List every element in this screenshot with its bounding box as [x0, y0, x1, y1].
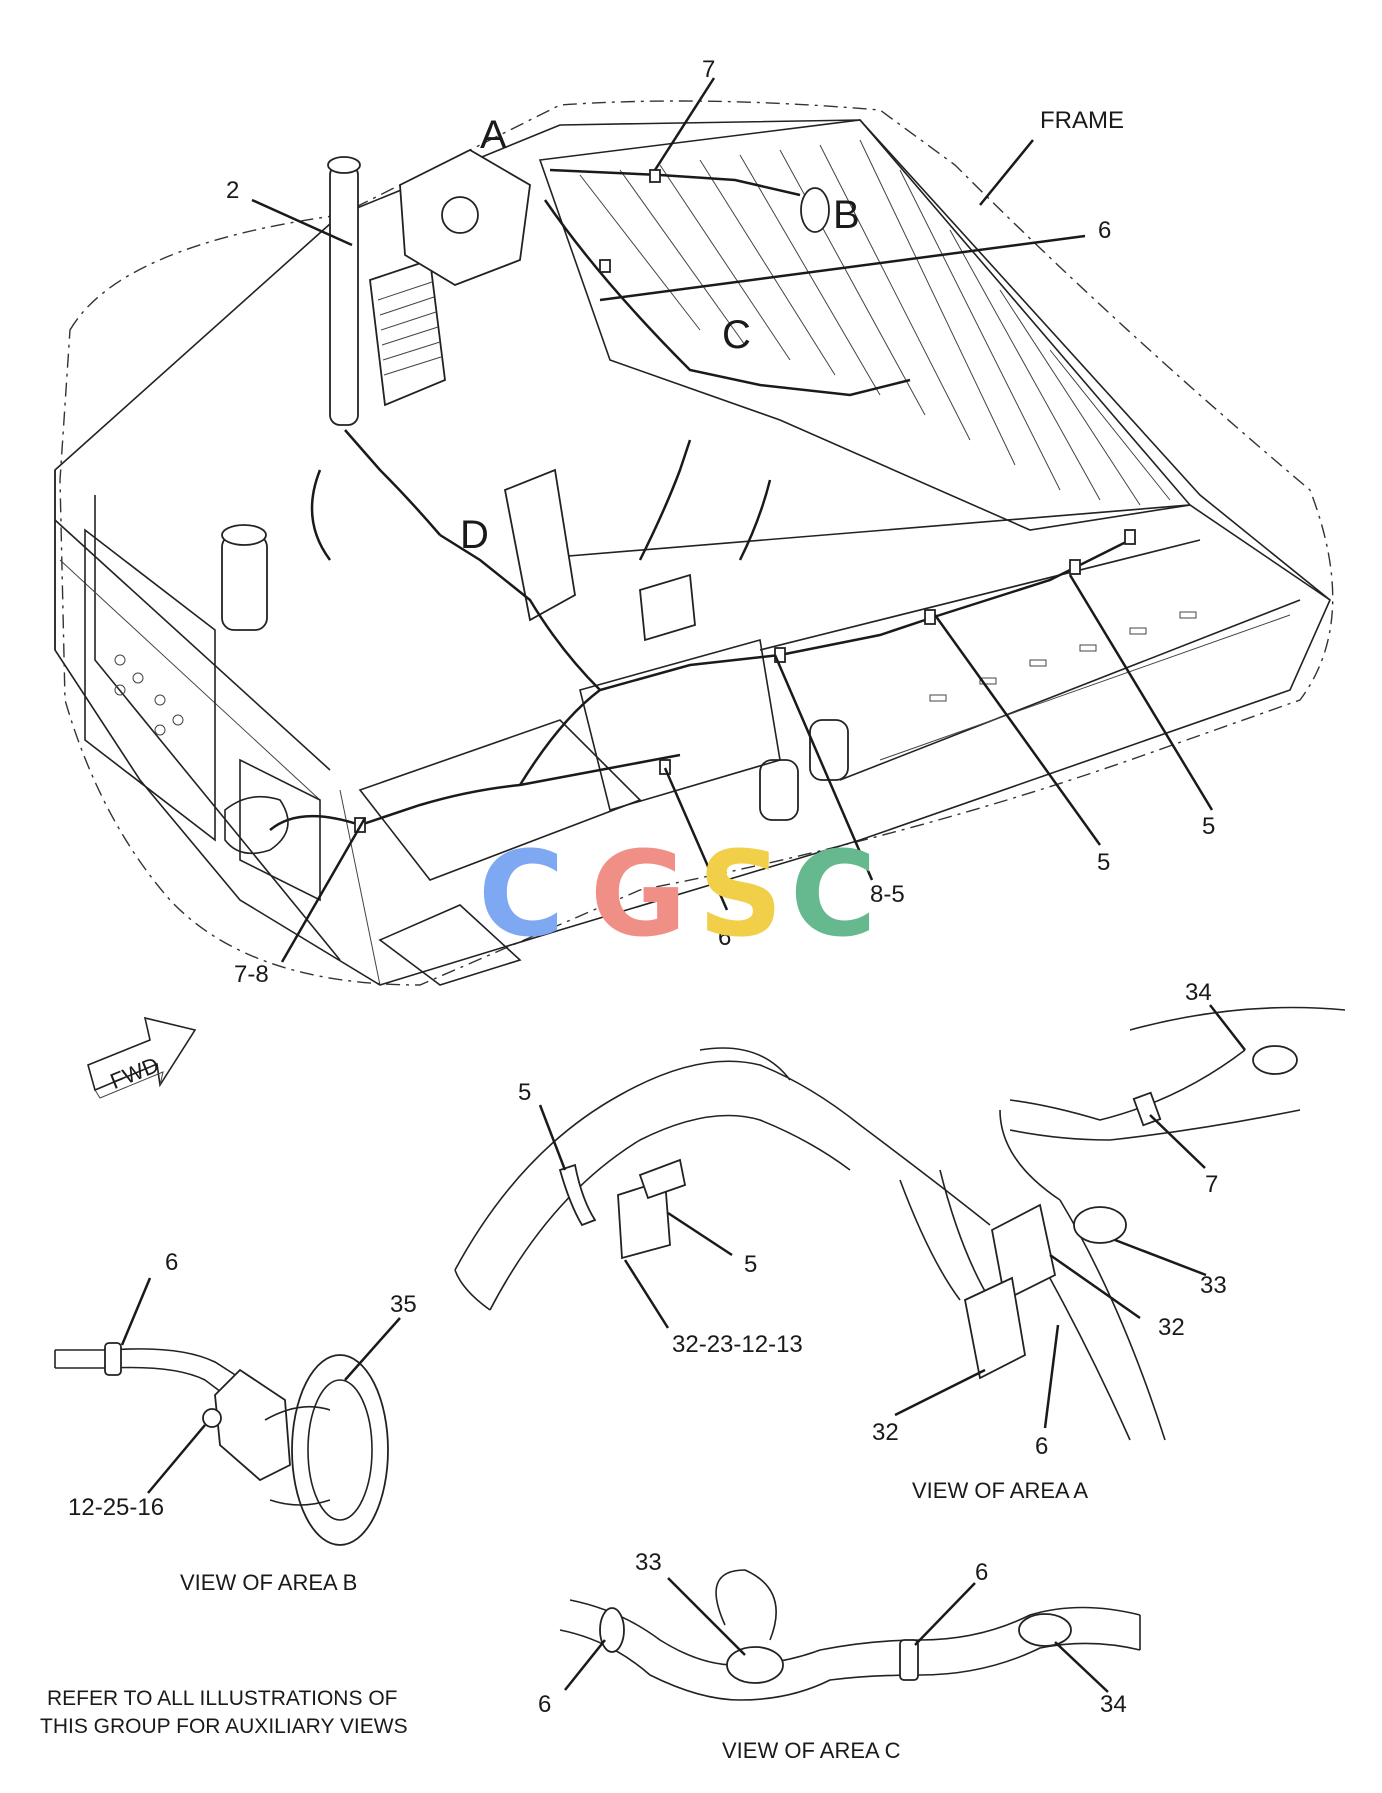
filter-left [221, 534, 268, 631]
connector-32-upper [990, 1203, 1057, 1302]
view-a-callout-32-bottom: 32 [872, 1419, 899, 1446]
callout-7-8: 7-8 [234, 961, 269, 988]
view-c-callout-6-left: 6 [538, 1691, 551, 1718]
area-letter-a: A [480, 113, 507, 157]
view-area-c: 33 6 6 34 VIEW OF AREA C [538, 1549, 1141, 1763]
ledge-slots [929, 611, 1197, 702]
frame-outline [59, 100, 1334, 986]
main-leaders [251, 77, 1214, 963]
horn-bracket [214, 1368, 291, 1482]
callout-5-center: 5 [1097, 849, 1110, 876]
callout-8-5: 8-5 [870, 881, 905, 908]
callout-6-top: 6 [1098, 217, 1111, 244]
platform-body [54, 119, 1331, 986]
front-panel [84, 528, 216, 842]
view-b-caption: VIEW OF AREA B [180, 1570, 357, 1595]
note-line-2: THIS GROUP FOR AUXILIARY VIEWS [40, 1715, 408, 1738]
grommet-33 [1073, 1206, 1127, 1244]
electronic-module [369, 258, 446, 407]
callout-7-top: 7 [702, 56, 715, 83]
view-c-callout-6-top: 6 [975, 1559, 988, 1586]
connector-32-lower [963, 1276, 1026, 1380]
area-letter-d: D [460, 513, 489, 557]
view-a-callout-5-mid: 5 [744, 1251, 757, 1278]
view-a-callout-7: 7 [1205, 1171, 1218, 1198]
callout-5-right: 5 [1202, 813, 1215, 840]
view-area-a: 34 5 7 5 33 32 32-23-12-13 32 6 VIEW OF … [454, 979, 1346, 1503]
heat-sink [639, 573, 696, 642]
watermark-letter-4: C [790, 825, 877, 963]
watermark-letter-3: S [698, 825, 783, 963]
vertical-pipe [329, 164, 359, 426]
view-a-caption: VIEW OF AREA A [912, 1478, 1088, 1503]
view-a-callout-32-23-12-13: 32-23-12-13 [672, 1331, 803, 1358]
view-a-hoses [454, 1006, 1346, 1441]
clip-6-b [104, 1342, 122, 1376]
label-frame: FRAME [1040, 107, 1124, 134]
view-b-callout-35: 35 [390, 1291, 417, 1318]
deck-hatching [579, 139, 1171, 506]
horn-35 [291, 1354, 389, 1546]
grommet-c-left [599, 1607, 625, 1653]
view-area-b: 6 35 12-25-16 VIEW OF AREA B [54, 1249, 417, 1595]
view-a-callout-33: 33 [1200, 1272, 1227, 1299]
watermark-logo: C G S C [478, 825, 877, 963]
view-a-callout-6: 6 [1035, 1433, 1048, 1460]
clip-6-c [899, 1639, 919, 1681]
area-letter-c: C [722, 313, 751, 357]
wiring-harness [269, 168, 1131, 831]
grommet-33-c [726, 1646, 784, 1684]
view-a-callout-32-right: 32 [1158, 1314, 1185, 1341]
view-b-callout-12-25-16: 12-25-16 [68, 1494, 164, 1521]
area-letter-b: B [833, 193, 860, 237]
watermark-letter-1: C [478, 825, 565, 963]
view-a-callout-34: 34 [1185, 979, 1212, 1006]
view-c-callout-33: 33 [635, 1549, 662, 1576]
callout-2: 2 [226, 177, 239, 204]
horn-b [800, 187, 830, 233]
clip-5 [558, 1163, 597, 1227]
top-deck [538, 119, 1192, 531]
main-assembly [54, 100, 1334, 986]
view-b-callout-6: 6 [165, 1249, 178, 1276]
grommet-34 [1252, 1045, 1298, 1075]
view-a-callout-5-left: 5 [518, 1079, 531, 1106]
fwd-arrow: FWD [87, 1016, 197, 1099]
module-d [503, 468, 576, 622]
callout-6-mid: 6 [718, 924, 731, 951]
bolt-12-25-16 [202, 1408, 222, 1428]
watermark-letter-2: G [590, 825, 687, 963]
filter-mid [759, 759, 799, 821]
fwd-label: FWD [107, 1052, 163, 1094]
note-line-1: REFER TO ALL ILLUSTRATIONS OF [47, 1687, 397, 1710]
grommet-34-c [1018, 1613, 1072, 1647]
view-c-callout-34: 34 [1100, 1691, 1127, 1718]
view-c-caption: VIEW OF AREA C [722, 1738, 901, 1763]
